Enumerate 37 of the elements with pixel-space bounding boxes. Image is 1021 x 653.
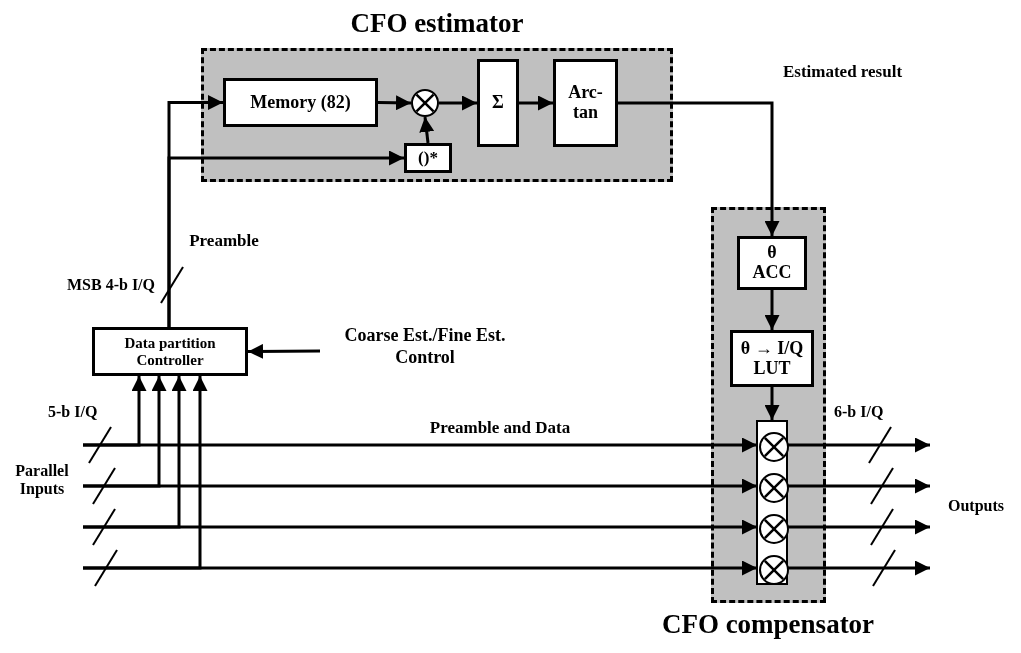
conjugate-block: ()* xyxy=(404,143,452,173)
arrow xyxy=(787,437,930,453)
arrow xyxy=(419,116,435,144)
multiplier-column xyxy=(756,420,788,585)
accumulator-block: θ ACC xyxy=(737,236,807,290)
lookup-table-block: θ → I/Q LUT xyxy=(730,330,814,387)
arrow xyxy=(83,376,187,529)
arrow xyxy=(618,101,780,236)
multiplier-symbol xyxy=(759,473,789,503)
arctan-block: Arc- tan xyxy=(553,59,618,147)
arrow xyxy=(787,478,930,494)
arrow xyxy=(248,343,320,359)
multiplier-symbol xyxy=(759,432,789,462)
arrow xyxy=(787,560,930,576)
arrow xyxy=(764,290,780,330)
summation-block: Σ xyxy=(477,59,519,147)
signal-label: 5-b I/Q xyxy=(48,403,99,422)
signal-label: Parallel Inputs xyxy=(14,462,70,499)
group-heading: CFO compensator xyxy=(660,609,876,640)
memory-block: Memory (82) xyxy=(223,78,378,127)
control-input-text: Coarse Est./Fine Est. Control xyxy=(320,325,530,377)
arrow xyxy=(439,95,477,111)
signal-label: 6-b I/Q xyxy=(834,403,885,422)
multiplier-symbol xyxy=(759,514,789,544)
arrow xyxy=(167,150,404,327)
arrow xyxy=(787,519,930,535)
arrow xyxy=(83,376,147,447)
arrow xyxy=(764,387,780,420)
arrow xyxy=(519,95,553,111)
arrow xyxy=(377,95,412,111)
group-heading: CFO estimator xyxy=(349,8,525,39)
multiplier-symbol xyxy=(759,555,789,585)
signal-label: Outputs xyxy=(948,497,1006,516)
arrow xyxy=(83,376,167,488)
signal-label: MSB 4-b I/Q xyxy=(66,276,155,295)
arrow xyxy=(83,376,208,570)
controller-block: Data partition Controller xyxy=(92,327,248,376)
